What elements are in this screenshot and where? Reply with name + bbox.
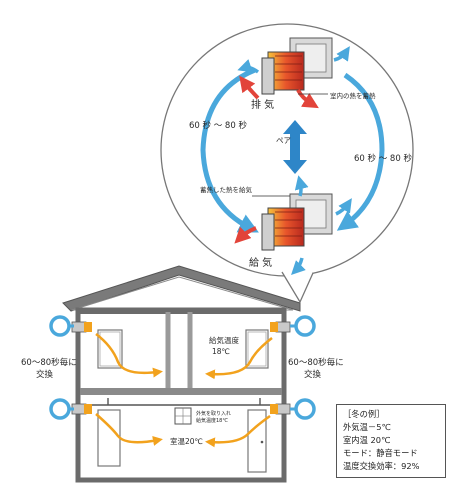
cycle-arrow-left xyxy=(200,67,259,233)
supply-temp-line2: 18℃ xyxy=(212,347,230,356)
wall-unit-upper-right xyxy=(270,321,291,333)
interval-left-label: 60 秒 ～ 80 秒 xyxy=(189,120,247,131)
callout-pointer xyxy=(281,271,314,304)
legend-efficiency: 温度交換効率：92% xyxy=(343,461,420,471)
left-exchange-line2: 交換 xyxy=(36,369,54,380)
right-exchange-line2: 交換 xyxy=(304,369,322,380)
legend-title: ［冬の例］ xyxy=(343,409,385,419)
legend-indoor-temp: 室内温 20℃ xyxy=(343,435,391,445)
supply-airflow-arrows xyxy=(234,175,352,275)
wall-unit-upper-left xyxy=(71,321,92,333)
exhaust-label: 排 気 xyxy=(251,98,274,111)
store-heat-label: 室内の熱を蓄熱 xyxy=(330,91,376,100)
supply-label: 給 気 xyxy=(249,256,272,269)
interval-right-label: 60 秒 ～ 80 秒 xyxy=(354,153,412,164)
house-cross-section xyxy=(62,265,301,483)
pair-label: ペア xyxy=(276,136,291,145)
exhaust-unit-illustration xyxy=(261,37,333,95)
box-note-line1: 外気を取り入れ xyxy=(196,410,231,417)
legend-mode: モード：静音モード xyxy=(343,448,418,458)
exhaust-airflow-arrows xyxy=(237,46,350,109)
supply-heat-label: 蓄熱した熱を給気 xyxy=(200,185,253,194)
cycle-arrow-right xyxy=(336,72,385,231)
right-exchange-line1: 60～80秒毎に xyxy=(288,357,344,368)
pair-double-arrow xyxy=(283,120,307,174)
supply-unit-illustration xyxy=(261,193,333,251)
room-temp-label: 室温20℃ xyxy=(170,436,203,446)
exchange-cycle-upper-left xyxy=(49,315,74,337)
wall-unit-lower-right xyxy=(270,403,291,415)
legend-outdoor-temp: 外気温－5℃ xyxy=(343,422,391,432)
exchange-cycle-lower-right xyxy=(290,398,316,420)
indoor-airflow-arrows xyxy=(95,333,273,448)
exchange-cycle-upper-right xyxy=(290,315,316,337)
left-exchange-line1: 60～80秒毎に xyxy=(21,357,77,368)
box-note-line2: 給気温度18℃ xyxy=(196,417,228,424)
supply-temp-line1: 給気温度 xyxy=(209,335,239,345)
winter-example-legend: ［冬の例］ 外気温－5℃ 室内温 20℃ モード：静音モード 温度交換効率：92… xyxy=(336,404,446,478)
exchange-cycle-lower-left xyxy=(49,398,74,420)
wall-unit-lower-left xyxy=(71,403,92,415)
